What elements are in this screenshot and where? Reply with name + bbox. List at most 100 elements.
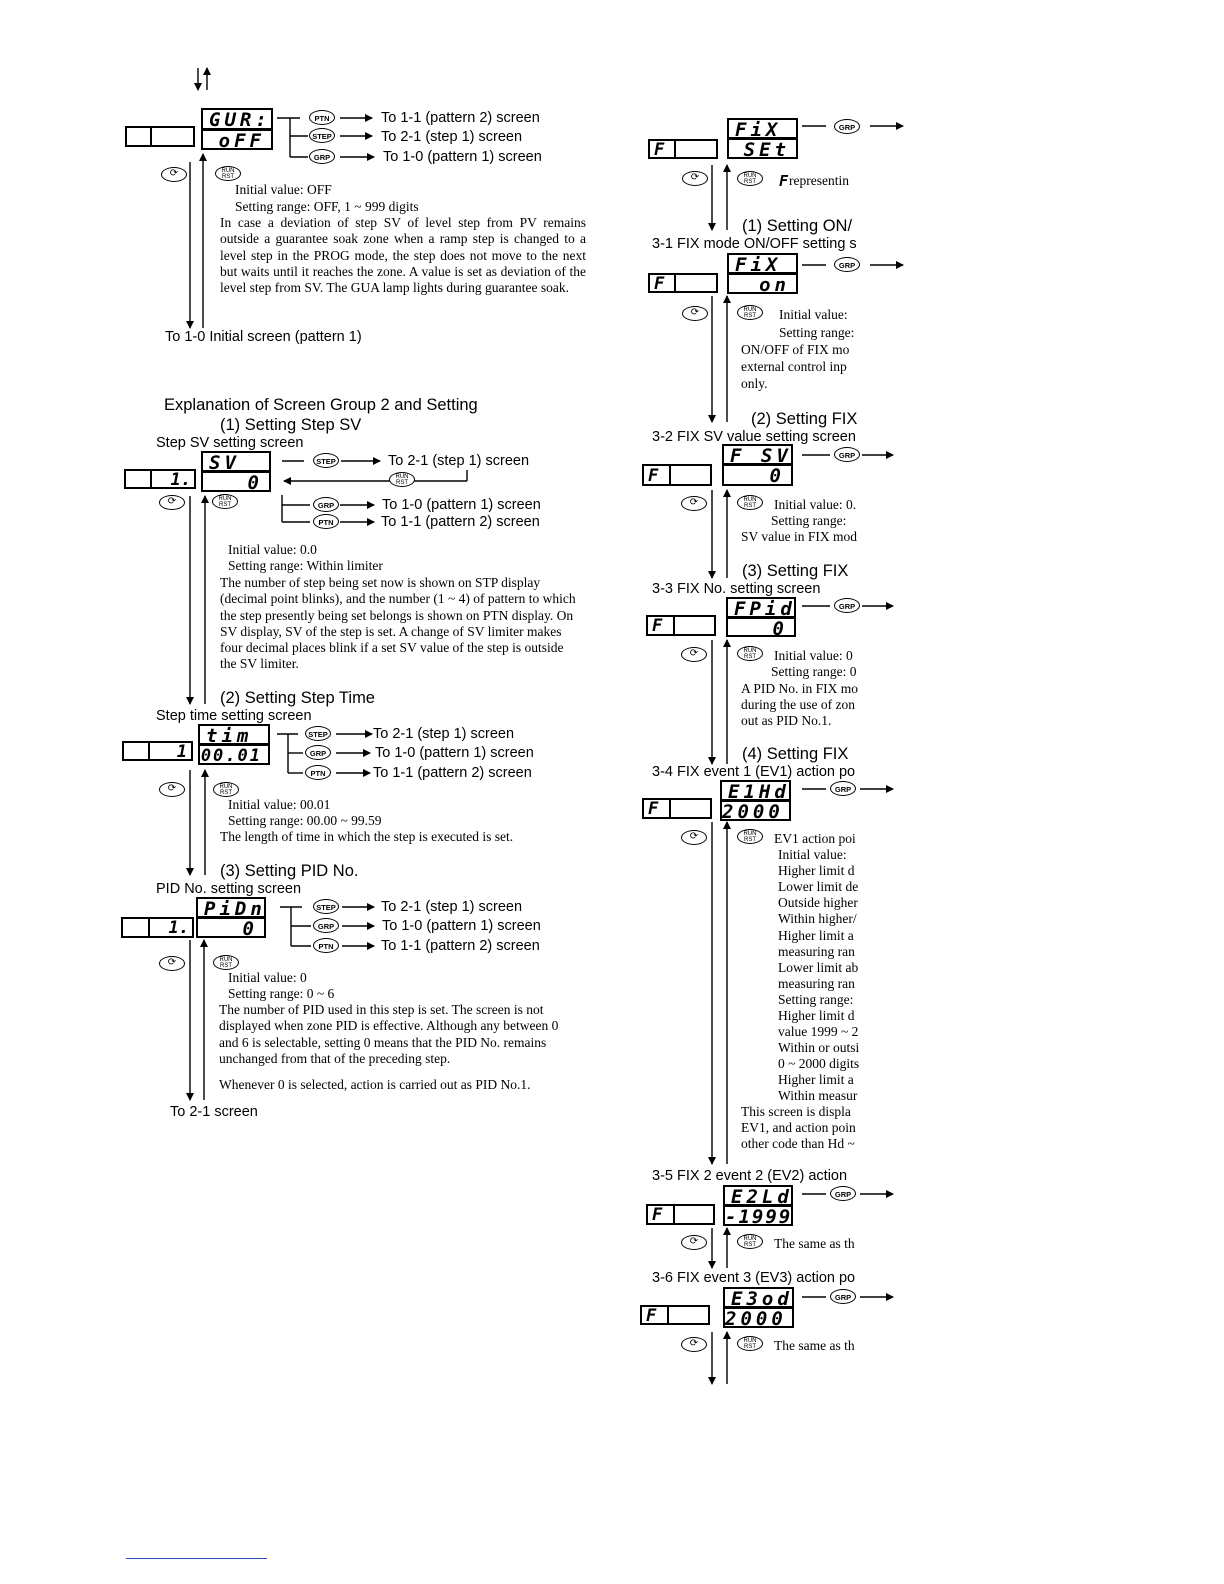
cycle-key-icon[interactable]: ⟳ (161, 167, 187, 182)
display-bottom: 2000 (723, 1307, 794, 1328)
display-bottom: SEt (727, 138, 798, 159)
grp-button[interactable]: GRP (309, 149, 335, 164)
section-heading: (2) Setting Step Time (220, 689, 375, 707)
detail-line: Within higher/ (778, 911, 857, 926)
ptn-button[interactable]: PTN (309, 110, 335, 125)
initial-value: Initial value: 0 (228, 970, 307, 985)
note: The same as th (774, 1236, 855, 1251)
step-button[interactable]: STEP (313, 899, 339, 914)
display-bottom: 0 (196, 917, 266, 938)
detail-line: Outside higher (778, 895, 858, 910)
display-bottom: 2000 (720, 800, 791, 821)
run-rst-key-icon[interactable]: RUN RST (737, 495, 763, 510)
grp-button[interactable]: GRP (313, 497, 339, 512)
link-label: To 2-1 (step 1) screen (388, 453, 530, 469)
fix-indicator-value: F (648, 466, 659, 486)
cycle-key-icon[interactable]: ⟳ (159, 956, 185, 971)
step-button[interactable]: STEP (305, 726, 331, 741)
link-label: To 1-0 (pattern 1) screen (383, 149, 542, 165)
display-bottom: 0 (726, 617, 796, 637)
display-top: tim (198, 724, 270, 745)
detail-line: Setting range: 0 (771, 664, 857, 679)
section-heading: (3) Setting PID No. (220, 862, 359, 880)
screen-label: 3-2 FIX SV value setting screen (652, 429, 856, 445)
fix-indicator: F (642, 798, 712, 819)
cycle-key-icon[interactable]: ⟳ (159, 782, 185, 797)
run-rst-key-icon[interactable]: RUN RST (212, 494, 238, 509)
description: The number of step being set now is show… (220, 575, 576, 672)
grp-button[interactable]: GRP (834, 447, 860, 462)
description: The number of PID used in this step is s… (219, 1002, 559, 1066)
run-rst-key-icon[interactable]: RUN RST (389, 472, 415, 487)
run-rst-key-icon[interactable]: RUN RST (737, 646, 763, 661)
link-label: To 1-1 (pattern 2) screen (373, 765, 532, 781)
detail-line: EV1 action poi (774, 831, 856, 846)
display-top: FPid (726, 597, 796, 618)
note-symbol: F (779, 172, 789, 190)
detail-line: Higher limit a (778, 928, 854, 943)
cycle-key-icon[interactable]: ⟳ (681, 830, 707, 845)
run-rst-key-icon[interactable]: RUN RST (737, 1336, 763, 1351)
detail-line: Initial value: 0 (774, 648, 853, 663)
step-button[interactable]: STEP (309, 128, 335, 143)
cycle-key-icon[interactable]: ⟳ (681, 1337, 707, 1352)
ptn-button[interactable]: PTN (313, 514, 339, 529)
step-button[interactable]: STEP (313, 453, 339, 468)
initial-value: Initial value: 0.0 (228, 542, 317, 557)
ptn-button[interactable]: PTN (305, 765, 331, 780)
link-label: To 1-1 (pattern 2) screen (381, 514, 540, 530)
display-bottom: -1999 (723, 1205, 793, 1226)
screen-label: Step SV setting screen (156, 435, 304, 451)
detail-line: Setting range: (771, 513, 847, 528)
detail-line: Within measur (778, 1088, 858, 1103)
link-label: To 2-1 (step 1) screen (373, 726, 515, 742)
grp-button[interactable]: GRP (830, 781, 856, 796)
link-label: To 2-1 (step 1) screen (381, 899, 523, 915)
run-rst-key-icon[interactable]: RUN RST (213, 955, 239, 970)
fix-indicator-value: F (654, 274, 665, 294)
detail-line: Lower limit de (778, 879, 859, 894)
detail-line: Initial value: 0. (774, 497, 857, 512)
detail-line: Higher limit a (778, 1072, 854, 1087)
fix-indicator-value: F (652, 1205, 663, 1225)
run-rst-key-icon[interactable]: RUN RST (213, 782, 239, 797)
grp-button[interactable]: GRP (834, 119, 860, 134)
cycle-key-icon[interactable]: ⟳ (682, 171, 708, 186)
screen-label: 3-6 FIX event 3 (EV3) action po (652, 1270, 856, 1286)
detail-line: 0 ~ 2000 digits (778, 1056, 860, 1071)
grp-button[interactable]: GRP (305, 745, 331, 760)
detail-line: Setting range: (778, 992, 854, 1007)
screen-label: PID No. setting screen (156, 881, 302, 897)
cycle-key-icon[interactable]: ⟳ (681, 647, 707, 662)
step-indicator-value: 1. (170, 470, 191, 490)
grp-button[interactable]: GRP (313, 918, 339, 933)
note: representin (789, 173, 849, 188)
grp-button[interactable]: GRP (830, 1289, 856, 1304)
cycle-key-icon[interactable]: ⟳ (159, 495, 185, 510)
display-top: E2Ld (723, 1185, 793, 1206)
grp-button[interactable]: GRP (834, 598, 860, 613)
run-rst-key-icon[interactable]: RUN RST (215, 166, 241, 181)
initial-value: Initial value: 00.01 (228, 797, 331, 812)
grp-button[interactable]: GRP (830, 1186, 856, 1201)
run-rst-key-icon[interactable]: RUN RST (737, 1234, 763, 1249)
run-rst-key-icon[interactable]: RUN RST (737, 305, 763, 320)
run-rst-key-icon[interactable]: RUN RST (737, 171, 763, 186)
cycle-key-icon[interactable]: ⟳ (681, 496, 707, 511)
detail-line: out as PID No.1. (741, 713, 832, 728)
detail-line: value 1999 ~ 2 (778, 1024, 859, 1039)
cycle-key-icon[interactable]: ⟳ (682, 306, 708, 321)
detail-line: Higher limit d (778, 1008, 855, 1023)
fix-indicator: F (646, 1204, 715, 1225)
grp-button[interactable]: GRP (834, 257, 860, 272)
fix-indicator: F (648, 273, 718, 293)
detail-line: Within or outsi (778, 1040, 860, 1055)
detail-line: Initial value: (779, 307, 848, 322)
cycle-key-icon[interactable]: ⟳ (681, 1235, 707, 1250)
detail-line: A PID No. in FIX mo (741, 681, 859, 696)
ptn-button[interactable]: PTN (313, 938, 339, 953)
run-rst-key-icon[interactable]: RUN RST (737, 829, 763, 844)
link-label: To 1-0 (pattern 1) screen (375, 745, 534, 761)
screen-label: 3-1 FIX mode ON/OFF setting s (652, 236, 857, 252)
display-bottom: 0 (201, 471, 271, 492)
